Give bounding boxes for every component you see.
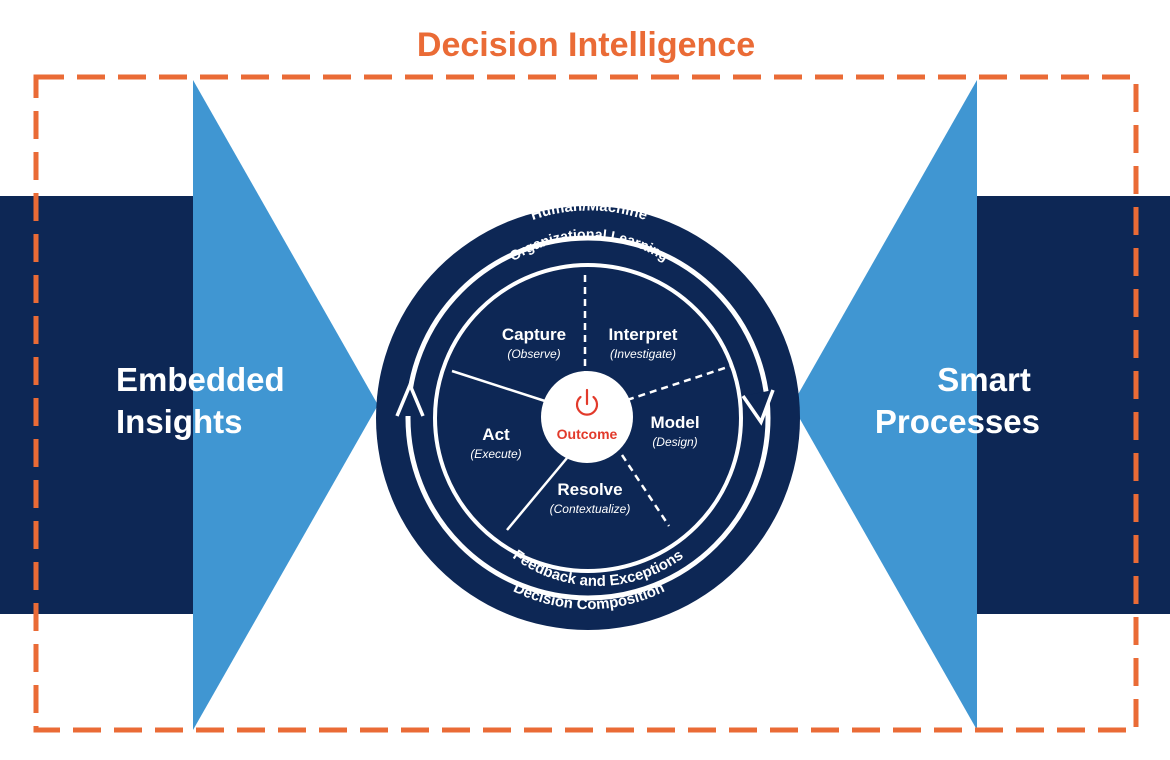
segment-model-label: Model [650, 413, 699, 432]
divider-act-capture [451, 369, 549, 404]
divider-resolve-act [506, 457, 568, 531]
segment-act-label: Act [482, 425, 510, 444]
right-blue-triangle [792, 80, 977, 730]
embedded-label-line1: Embedded [116, 361, 285, 398]
smart-label-line1: Smart [937, 361, 1031, 398]
inner-core-ring [433, 263, 743, 573]
organizational-loop-ring [405, 235, 771, 601]
diagram-title: Decision Intelligence [417, 26, 755, 64]
smart-label-line2: Processes [875, 403, 1040, 440]
decision-wheel: Human/Machine Organizational Learning Fe… [376, 197, 800, 630]
outcome-label: Outcome [557, 426, 618, 442]
left-navy-band [0, 196, 200, 614]
divider-interpret-model [626, 364, 732, 402]
divider-model-resolve [620, 454, 671, 527]
loop-arrow-left-icon [395, 380, 425, 417]
segment-capture-sub: (Observe) [507, 347, 560, 361]
segment-act-sub: (Execute) [470, 447, 521, 461]
segment-dividers [451, 271, 732, 531]
smart-processes-label: Smart Processes [875, 361, 1040, 440]
embedded-label-line2: Insights [116, 403, 243, 440]
embedded-insights-label: Embedded Insights [116, 361, 294, 440]
segment-interpret-label: Interpret [609, 325, 678, 344]
power-icon [575, 388, 599, 416]
segment-capture-label: Capture [502, 325, 566, 344]
segment-resolve-label: Resolve [557, 480, 622, 499]
segment-resolve-sub: (Contextualize) [550, 502, 631, 516]
segment-interpret-sub: (Investigate) [610, 347, 676, 361]
segment-model-sub: (Design) [652, 435, 697, 449]
decision-intelligence-frame [33, 74, 1139, 733]
left-blue-triangle [193, 80, 378, 730]
loop-arrow-right-icon [741, 389, 775, 426]
outcome-hub [541, 371, 633, 463]
